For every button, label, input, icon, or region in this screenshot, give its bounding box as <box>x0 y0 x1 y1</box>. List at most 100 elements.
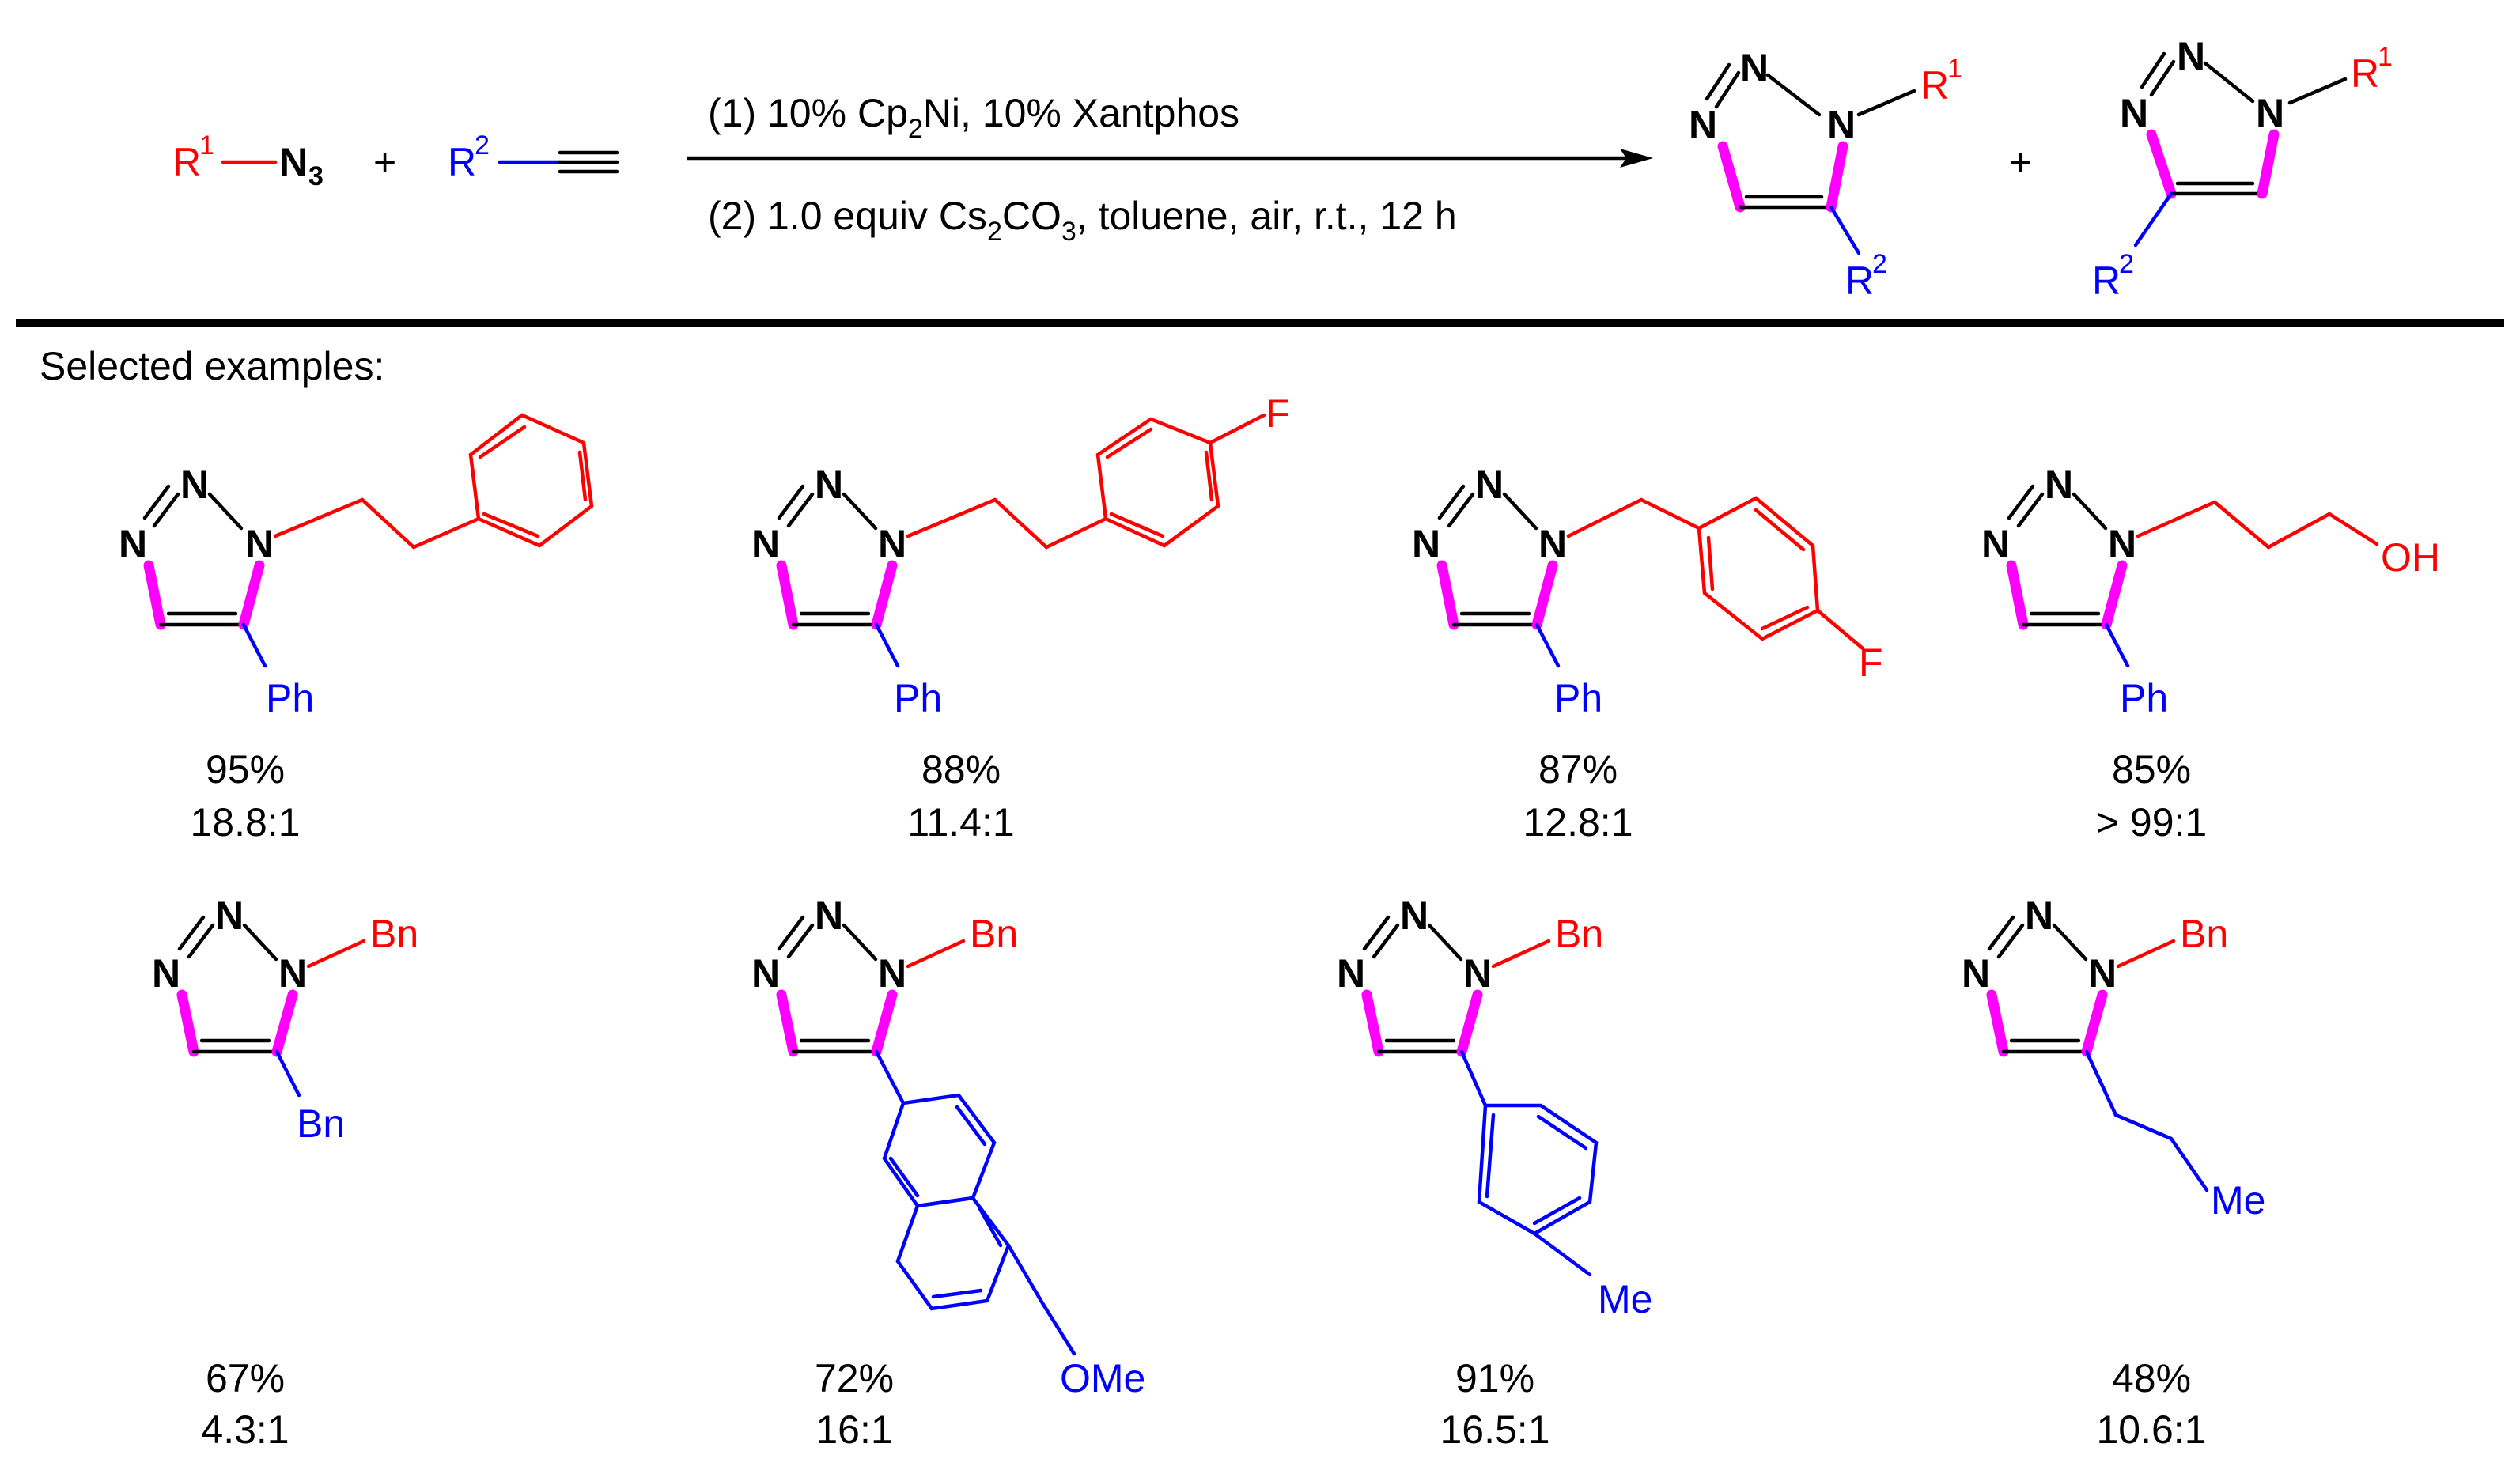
azide-reagent: R 1 N 3 <box>172 130 324 191</box>
product14-n2-label: N <box>2177 34 2205 78</box>
product14-r1-superscript: 1 <box>2378 42 2393 72</box>
example-8-ratio: 10.6:1 <box>2096 1408 2206 1452</box>
svg-text:N: N <box>751 951 780 996</box>
svg-text:(1) 10% Cp2Ni, 10% Xantphos: (1) 10% Cp2Ni, 10% Xantphos <box>708 91 1239 144</box>
example-2-ratio: 11.4:1 <box>907 800 1014 845</box>
alkyne-r-label: R <box>448 140 476 184</box>
azide-n3-label: N <box>279 140 308 184</box>
product-1-4-triazole: N N N R 1 R 2 <box>2092 34 2393 303</box>
product15-r2-superscript: 2 <box>1872 249 1887 279</box>
example-2-yield: 88% <box>921 747 1001 792</box>
example-8: N N N Bn Me 48% 10.6:1 <box>1962 894 2265 1452</box>
example-5: N N N Bn Bn 67% 4.3:1 <box>152 894 418 1452</box>
reaction-equation: R 1 N 3 + R 2 (1) 10% Cp2Ni, 10% Xantpho… <box>172 34 2393 303</box>
svg-text:Ph: Ph <box>2120 676 2168 720</box>
selected-examples-label: Selected examples: <box>40 344 384 388</box>
svg-text:(2) 1.0 equiv Cs2CO3, toluene,: (2) 1.0 equiv Cs2CO3, toluene, air, r.t.… <box>708 194 1457 247</box>
svg-text:N: N <box>2108 522 2136 566</box>
svg-text:F: F <box>1266 391 1290 436</box>
svg-text:N: N <box>2088 951 2117 996</box>
svg-text:N: N <box>1981 522 2010 566</box>
example-8-yield: 48% <box>2112 1356 2191 1400</box>
azide-r-label: R <box>172 140 201 184</box>
svg-text:N: N <box>215 894 244 938</box>
product15-n2-label: N <box>1740 46 1769 90</box>
svg-text:Bn: Bn <box>1555 912 1603 956</box>
svg-text:N: N <box>1400 894 1428 938</box>
reaction-arrow <box>687 149 1653 168</box>
alkyne-r-superscript: 2 <box>475 130 490 161</box>
example-1-ratio: 18.8:1 <box>190 800 300 845</box>
example-7-ratio: 16.5:1 <box>1440 1408 1549 1452</box>
condition-2-subscript-b: 3 <box>1061 217 1076 247</box>
example-4-ratio: > 99:1 <box>2096 800 2207 845</box>
product-1-5-triazole: N N N R 1 R 2 <box>1689 46 1962 303</box>
example-7: N N N Bn Me 91% 16.5:1 <box>1337 894 1652 1452</box>
condition-2-subscript-a: 2 <box>987 217 1002 247</box>
example-1: N N N Ph 95% 18.8:1 <box>119 413 594 845</box>
svg-text:OMe: OMe <box>1060 1356 1145 1400</box>
product15-n1-label: N <box>1827 103 1856 147</box>
product14-r2-superscript: 2 <box>2119 249 2134 279</box>
svg-text:N: N <box>1337 951 1365 996</box>
condition-1-text-b: Ni, 10% Xantphos <box>923 91 1239 135</box>
product15-r1-label: R <box>1920 63 1949 108</box>
condition-1-text-a: (1) 10% Cp <box>708 91 908 135</box>
example-5-ratio: 4.3:1 <box>201 1408 289 1452</box>
example-6-ratio: 16:1 <box>815 1408 892 1452</box>
condition-line-2: (2) 1.0 equiv Cs2CO3, toluene, air, r.t.… <box>708 194 1457 247</box>
plus-sign-2: + <box>2009 140 2032 184</box>
product14-n1-label: N <box>2256 91 2284 135</box>
svg-text:Bn: Bn <box>370 912 418 956</box>
condition-line-1: (1) 10% Cp2Ni, 10% Xantphos <box>708 91 1239 144</box>
product15-r2-label: R <box>1845 259 1874 303</box>
svg-text:N: N <box>1962 951 1990 996</box>
svg-text:N: N <box>180 463 209 507</box>
example-3: N N N F Ph 87% 12.8:1 <box>1412 463 1883 845</box>
svg-text:N: N <box>1475 463 1504 507</box>
example-1-yield: 95% <box>206 747 285 792</box>
example-4: N N N OH Ph 85% > 99:1 <box>1981 463 2440 845</box>
alkyne-reagent: R 2 <box>448 130 619 184</box>
svg-text:Bn: Bn <box>297 1102 345 1146</box>
svg-text:N: N <box>1538 522 1567 566</box>
plus-sign-1: + <box>373 140 396 184</box>
svg-text:N: N <box>751 522 780 566</box>
example-2: N N N F Ph 88% 11.4:1 <box>751 391 1290 845</box>
svg-text:Me: Me <box>2211 1178 2265 1222</box>
svg-text:Me: Me <box>1598 1277 1652 1321</box>
svg-text:N: N <box>245 522 274 566</box>
svg-text:Bn: Bn <box>2180 912 2228 956</box>
svg-text:N: N <box>815 463 843 507</box>
example-5-yield: 67% <box>206 1356 285 1400</box>
condition-1-subscript: 2 <box>908 114 923 144</box>
product15-r1-superscript: 1 <box>1947 54 1962 84</box>
svg-text:N: N <box>2025 894 2053 938</box>
svg-text:N: N <box>278 951 307 996</box>
product15-n3-label: N <box>1689 103 1717 147</box>
example-3-ratio: 12.8:1 <box>1523 800 1633 845</box>
svg-text:Bn: Bn <box>970 912 1018 956</box>
svg-text:N: N <box>152 951 180 996</box>
product14-r1-label: R <box>2351 51 2379 96</box>
svg-text:Ph: Ph <box>266 676 314 720</box>
example-4-yield: 85% <box>2112 747 2191 792</box>
condition-2-text-b: CO <box>1002 194 1061 238</box>
product14-n3-label: N <box>2120 91 2148 135</box>
svg-text:Ph: Ph <box>894 676 942 720</box>
svg-text:F: F <box>1859 641 1883 685</box>
svg-text:N: N <box>1463 951 1492 996</box>
azide-r-superscript: 1 <box>199 130 214 161</box>
svg-text:N: N <box>119 522 147 566</box>
condition-2-text-c: , toluene, air, r.t., 12 h <box>1076 194 1457 238</box>
svg-text:N: N <box>878 951 906 996</box>
svg-text:OH: OH <box>2381 535 2440 580</box>
example-7-yield: 91% <box>1455 1356 1534 1400</box>
azide-n3-subscript: 3 <box>308 161 324 191</box>
condition-2-text-a: (2) 1.0 equiv Cs <box>708 194 987 238</box>
svg-text:Ph: Ph <box>1554 676 1602 720</box>
example-3-yield: 87% <box>1538 747 1618 792</box>
svg-text:N: N <box>815 894 843 938</box>
svg-text:N: N <box>2045 463 2073 507</box>
